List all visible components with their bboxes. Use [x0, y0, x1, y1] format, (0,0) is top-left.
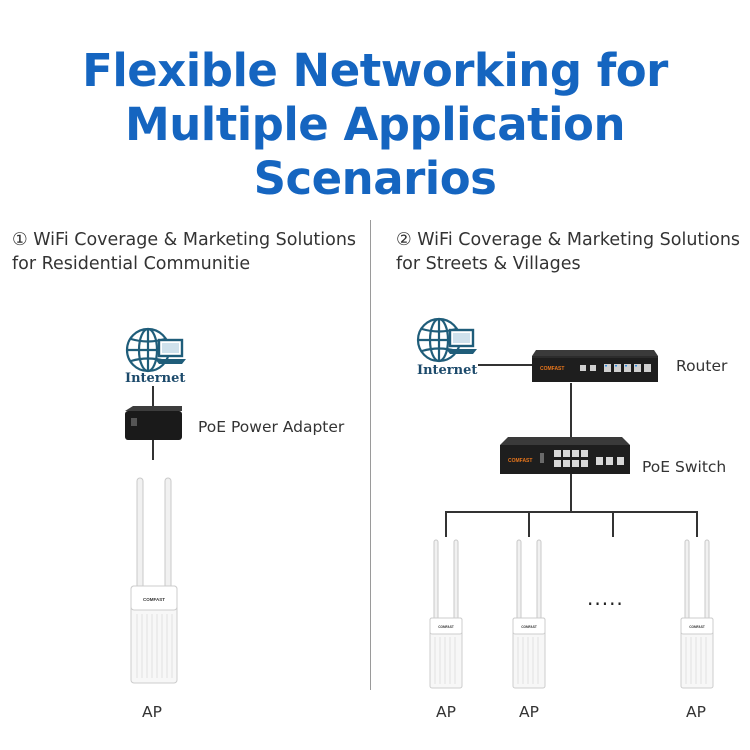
drop-line-ap3 — [696, 511, 698, 537]
router-icon: COMFAST — [532, 350, 658, 382]
access-point-icon: COMFAST — [429, 539, 463, 689]
ap-brand-text: COMFAST — [689, 625, 705, 629]
link-switch-bus — [570, 474, 572, 512]
poe-switch-icon: COMFAST — [500, 437, 630, 474]
ap-brand-text: COMFAST — [143, 597, 165, 602]
scenario2-heading-line2: for Streets & Villages — [396, 254, 581, 274]
internet-label: Internet — [125, 371, 186, 386]
internet-label: Internet — [417, 363, 478, 378]
link-router-switch — [570, 383, 572, 439]
scenario1-heading-line1: ① WiFi Coverage & Marketing Solutions — [12, 230, 357, 250]
globe-laptop-icon — [416, 317, 477, 363]
scenario1-heading-line2: for Residential Communitie — [12, 254, 251, 274]
poe-adapter-icon — [125, 406, 182, 440]
ap-brand-text: COMFAST — [521, 625, 537, 629]
access-point-icon: COMFAST — [512, 539, 546, 689]
drop-line-more — [612, 511, 614, 537]
link-adapter-ap — [152, 440, 154, 460]
access-point-icon: COMFAST — [680, 539, 714, 689]
page-title-line1: Flexible Networking for — [82, 44, 668, 97]
ap-label: AP — [686, 703, 706, 721]
scenario2-heading-line1: ② WiFi Coverage & Marketing Solutions — [396, 230, 741, 250]
poe-switch-label: PoE Switch — [642, 458, 727, 476]
link-internet-adapter — [152, 386, 154, 408]
globe-laptop-icon — [125, 327, 186, 373]
drop-line-ap1 — [445, 511, 447, 537]
ap-label: AP — [436, 703, 456, 721]
page-title-line2: Multiple Application Scenarios — [124, 98, 626, 205]
poe-adapter-label: PoE Power Adapter — [198, 418, 345, 436]
ap-label: AP — [142, 703, 162, 721]
router-brand-text: COMFAST — [540, 366, 564, 372]
ap-label: AP — [519, 703, 539, 721]
link-internet-router — [478, 364, 534, 366]
scenario2-heading: ② WiFi Coverage & Marketing Solutions fo… — [396, 228, 740, 276]
scenario1-heading: ① WiFi Coverage & Marketing Solutions fo… — [12, 228, 356, 276]
switch-brand-text: COMFAST — [508, 458, 532, 464]
drop-line-ap2 — [528, 511, 530, 537]
router-label: Router — [676, 357, 728, 375]
distribution-bus-line — [445, 511, 698, 513]
column-divider — [370, 220, 371, 690]
more-aps-ellipsis: ····· — [587, 592, 624, 616]
access-point-icon: COMFAST — [130, 477, 178, 684]
ap-brand-text: COMFAST — [438, 625, 454, 629]
